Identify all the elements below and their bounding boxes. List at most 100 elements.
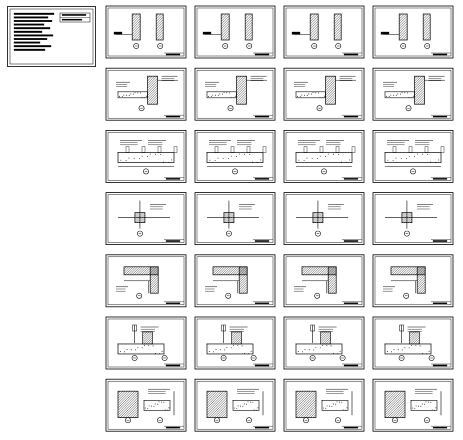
section-marker: [335, 43, 342, 49]
title-block: [431, 177, 451, 180]
title-block: [431, 426, 451, 429]
title-block: [431, 239, 451, 242]
title-block: [342, 177, 362, 180]
detail-sheet-column-base[interactable]: [283, 316, 365, 370]
wall-section-drawing: [291, 13, 342, 49]
section-marker: [157, 43, 164, 49]
title-block: [431, 301, 451, 305]
detail-sheet-slab-section[interactable]: [105, 129, 187, 183]
detail-sheet-combined-details[interactable]: [372, 378, 454, 432]
detail-sheet-wall-section[interactable]: [372, 5, 454, 59]
detail-sheet-combined-details[interactable]: [283, 378, 365, 432]
title-block: [342, 239, 362, 242]
section-marker: [246, 43, 253, 49]
combined-details-drawing: [384, 388, 442, 424]
detail-sheet-wall-section[interactable]: [283, 5, 365, 59]
section-marker: [137, 230, 143, 237]
section-marker: [410, 168, 416, 175]
detail-sheet-cross-grid[interactable]: [194, 192, 276, 246]
section-marker: [316, 105, 323, 112]
section-marker: [404, 230, 410, 237]
column-base-drawing: [117, 324, 168, 361]
section-marker: [309, 355, 316, 361]
title-block-symbol: [59, 12, 91, 23]
title-block: [431, 363, 451, 367]
title-block: [253, 114, 273, 118]
section-marker: [311, 43, 318, 49]
title-block: [342, 114, 362, 118]
detail-sheet-combined-details[interactable]: [105, 378, 187, 432]
detail-sheet-slab-section[interactable]: [283, 129, 365, 183]
section-marker: [424, 43, 431, 49]
detail-sheet-slab-section[interactable]: [194, 129, 276, 183]
title-block: [253, 177, 273, 180]
detail-sheet-column-base[interactable]: [194, 316, 276, 370]
cross-grid-drawing: [207, 200, 259, 237]
section-marker: [232, 168, 238, 175]
section-marker: [222, 43, 229, 49]
detail-sheet-corner-detail[interactable]: [372, 254, 454, 308]
corner-detail-drawing: [116, 266, 159, 299]
detail-sheet-cross-grid[interactable]: [372, 192, 454, 246]
section-marker: [398, 355, 405, 361]
title-block: [342, 301, 362, 305]
detail-sheet-corner-detail[interactable]: [194, 254, 276, 308]
detail-sheet-corner-detail[interactable]: [283, 254, 365, 308]
title-block: [253, 426, 273, 429]
section-marker: [227, 105, 234, 112]
detail-sheet-wall-junction[interactable]: [105, 67, 187, 121]
title-block: [164, 114, 184, 118]
section-marker: [335, 417, 341, 424]
title-block: [431, 52, 451, 56]
title-block: [164, 177, 184, 180]
detail-sheet-column-base[interactable]: [372, 316, 454, 370]
cover-sheet[interactable]: [7, 6, 96, 67]
detail-sheet-wall-section[interactable]: [194, 5, 276, 59]
slab-section-drawing: [206, 140, 267, 175]
title-block: [164, 426, 184, 429]
section-marker: [131, 355, 138, 361]
wall-section-drawing: [202, 13, 253, 49]
wall-junction-drawing: [294, 75, 356, 112]
section-marker: [220, 355, 227, 361]
section-marker: [136, 292, 143, 299]
detail-sheet-corner-detail[interactable]: [105, 254, 187, 308]
column-base-drawing: [295, 324, 346, 361]
slab-section-drawing: [384, 140, 445, 175]
wall-section-drawing: [113, 13, 164, 49]
detail-sheet-wall-junction[interactable]: [194, 67, 276, 121]
corner-detail-drawing: [294, 266, 337, 299]
section-marker: [250, 355, 257, 361]
corner-detail-drawing: [205, 266, 248, 299]
cross-grid-drawing: [296, 200, 348, 237]
section-marker: [315, 230, 321, 237]
title-block: [164, 239, 184, 242]
title-block: [253, 363, 273, 367]
section-marker: [428, 355, 435, 361]
combined-details-drawing: [295, 388, 353, 424]
detail-sheet-wall-section[interactable]: [105, 5, 187, 59]
title-block: [164, 301, 184, 305]
column-base-drawing: [384, 324, 435, 361]
section-marker: [339, 355, 346, 361]
section-marker: [403, 292, 410, 299]
corner-detail-drawing: [383, 266, 426, 299]
section-marker: [392, 417, 398, 424]
title-block: [253, 301, 273, 305]
title-block: [253, 239, 273, 242]
detail-sheet-column-base[interactable]: [105, 316, 187, 370]
detail-sheet-combined-details[interactable]: [194, 378, 276, 432]
section-marker: [143, 168, 149, 175]
section-marker: [303, 417, 309, 424]
section-marker: [157, 417, 163, 424]
wall-junction-drawing: [116, 75, 178, 112]
detail-sheet-wall-junction[interactable]: [372, 67, 454, 121]
detail-sheet-cross-grid[interactable]: [283, 192, 365, 246]
detail-sheet-cross-grid[interactable]: [105, 192, 187, 246]
slab-section-drawing: [295, 140, 356, 175]
detail-sheet-wall-junction[interactable]: [283, 67, 365, 121]
section-marker: [321, 168, 327, 175]
wall-section-drawing: [380, 13, 431, 49]
detail-sheet-grid: [105, 5, 454, 432]
detail-sheet-slab-section[interactable]: [372, 129, 454, 183]
